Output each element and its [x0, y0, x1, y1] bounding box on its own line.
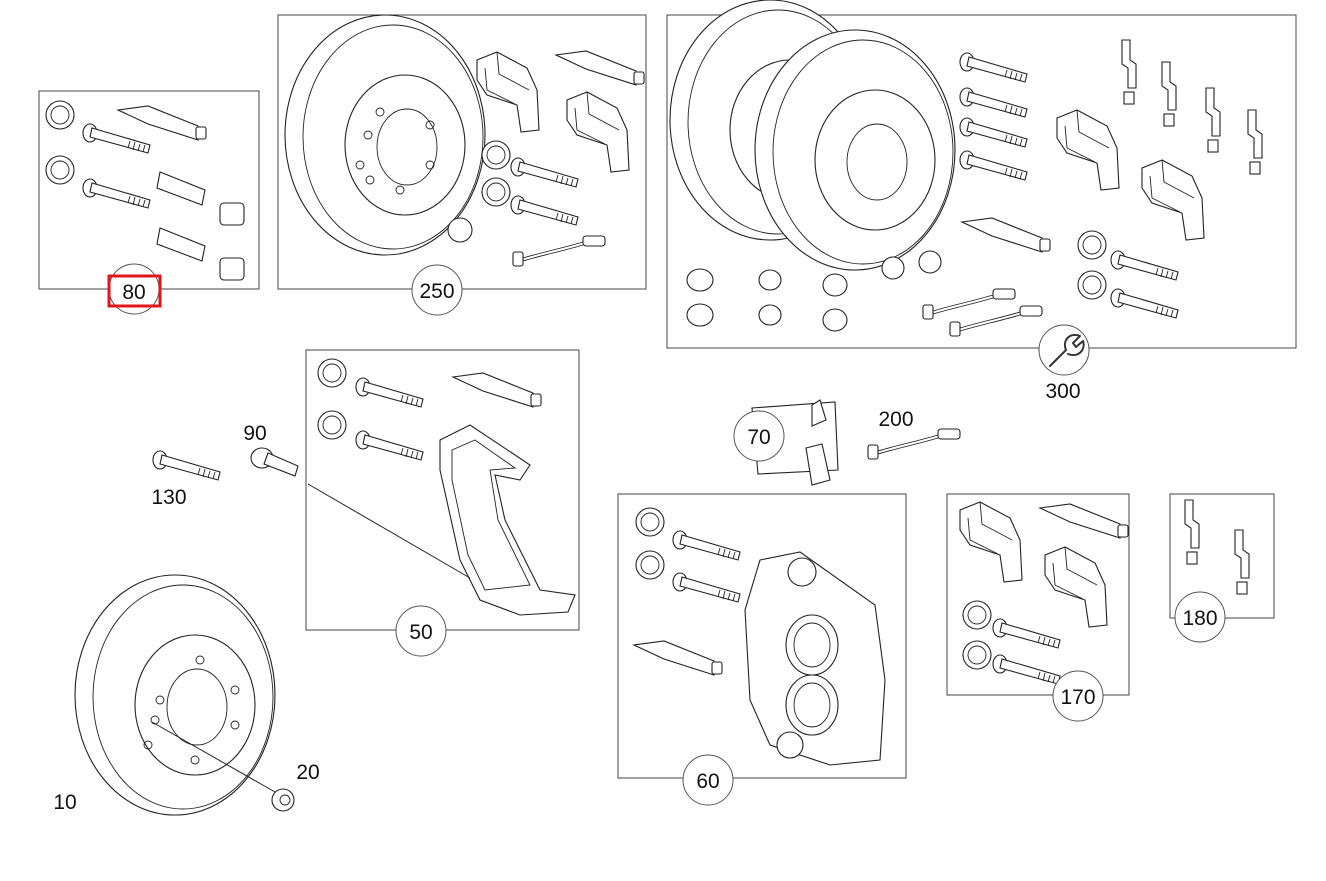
callout-70-label: 70	[747, 426, 770, 449]
callout-50-label: 50	[409, 621, 432, 644]
part-200-wear-sensor	[867, 428, 961, 460]
kit-80-box	[38, 90, 260, 290]
callout-300-label: 300	[1045, 380, 1080, 403]
part-130-bolt	[152, 450, 221, 481]
callout-200-label: 200	[878, 408, 913, 431]
callout-250[interactable]: 250	[411, 264, 463, 316]
callout-10[interactable]: 10	[53, 791, 76, 814]
callout-180-label: 180	[1182, 607, 1217, 630]
callout-70[interactable]: 70	[733, 410, 785, 462]
callout-180[interactable]: 180	[1174, 591, 1226, 643]
callout-130-label: 130	[151, 486, 186, 509]
callout-60-label: 60	[696, 770, 719, 793]
part-90-bolt	[250, 447, 299, 477]
callout-170[interactable]: 170	[1052, 670, 1104, 722]
wrench-icon	[1049, 334, 1085, 367]
kit-170-box	[946, 493, 1130, 696]
callout-80-label: 80	[122, 281, 145, 304]
callout-20[interactable]: 20	[296, 761, 319, 784]
kit-250-box	[277, 14, 647, 290]
kit-60-box	[617, 493, 907, 779]
callout-90-label: 90	[243, 422, 266, 445]
callout-170-label: 170	[1060, 686, 1095, 709]
callout-20-label: 20	[296, 761, 319, 784]
callout-60[interactable]: 60	[682, 754, 734, 806]
kit-50-box	[305, 349, 580, 631]
callout-10-label: 10	[53, 791, 76, 814]
callout-80[interactable]: 80	[107, 263, 162, 315]
part-10-brake-disc	[74, 574, 276, 816]
callout-250-label: 250	[419, 280, 454, 303]
callout-90[interactable]: 90	[243, 422, 266, 445]
kit-300-box	[666, 0, 1297, 349]
callout-80-highlight	[107, 274, 162, 308]
part-20-screw	[271, 788, 295, 812]
callout-200[interactable]: 200	[878, 408, 913, 431]
callout-130[interactable]: 130	[151, 486, 186, 509]
callout-300[interactable]: 300	[1038, 324, 1090, 403]
callout-50[interactable]: 50	[395, 605, 447, 657]
